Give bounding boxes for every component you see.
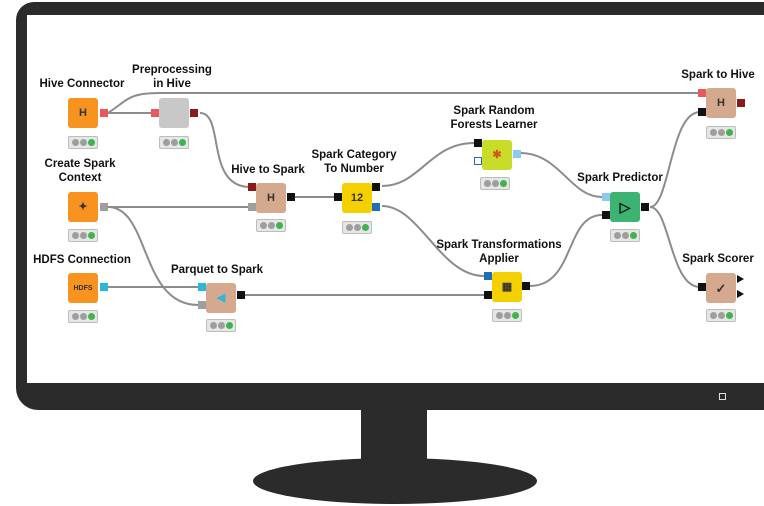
node-status [256,219,286,232]
node-label-spark-scorer: Spark Scorer [682,253,754,265]
node-label-preprocessing: Preprocessing in Hive [132,64,212,90]
node-status [610,229,640,242]
spark-to-hive-icon: H [717,96,725,109]
port-in[interactable] [248,203,256,211]
node-label-hive-to-spark: Hive to Spark [231,164,305,176]
port-out-triangle[interactable] [737,290,744,298]
port-out[interactable] [641,203,649,211]
port-out[interactable] [522,282,530,290]
wire-preprocessing-to-hive-to-spark [199,112,251,188]
port-in[interactable] [698,108,706,116]
hdfs-icon: HDFS [73,284,93,292]
port-in[interactable] [151,109,159,117]
port-in[interactable] [698,283,706,291]
node-label-parquet-to-spark: Parquet to Spark [170,264,264,276]
preprocessing-metanode[interactable] [159,98,189,128]
category-to-number-icon: 12 [350,191,364,204]
port-out[interactable] [287,193,295,201]
category-to-number-node[interactable]: 12 [342,183,372,213]
wire-context-to-parquet [107,206,199,306]
predictor-icon: ▷ [619,198,631,215]
hdfs-connection-node[interactable]: HDFS [68,273,98,303]
wire-predictor-to-scorer [649,206,701,288]
port-in[interactable] [198,301,206,309]
node-label-transformations-applier: Spark Transformations Applier [436,239,562,265]
parquet-to-spark-node[interactable]: ◀ [206,283,236,313]
node-status [68,310,98,323]
workflow-canvas [27,15,764,383]
port-in[interactable] [484,291,492,299]
wire-transform-to-predictor [529,214,603,287]
wire-category-to-transform [381,205,485,277]
node-label-create-spark-context: Create Spark Context [44,158,116,184]
node-status [206,319,236,332]
wire-predictor-to-spark-to-hive [649,111,701,208]
node-status [68,229,98,242]
node-label-category-to-number: Spark Category To Number [311,149,397,175]
parquet-icon: ◀ [216,291,226,304]
monitor-stand-base [253,458,537,504]
node-status [706,309,736,322]
transformations-icon: ▦ [501,280,513,293]
node-status [342,221,372,234]
node-status [480,177,510,190]
spark-context-icon: ✦ [78,200,88,213]
node-status [159,136,189,149]
port-out[interactable] [737,99,745,107]
port-in-optional[interactable] [474,157,482,165]
hive-connector-node[interactable]: H [68,98,98,128]
port-in[interactable] [602,193,610,201]
node-status [68,136,98,149]
spark-to-hive-node[interactable]: H [706,88,736,118]
node-label-spark-predictor: Spark Predictor [577,172,663,184]
wire-hive-to-spark-to-hive [107,92,700,114]
port-out[interactable] [237,291,245,299]
port-out[interactable] [372,203,380,211]
spark-scorer-node[interactable]: ✓ [706,273,736,303]
node-label-hive-connector: Hive Connector [39,78,125,90]
port-out[interactable] [513,150,521,158]
random-forest-icon: ✱ [492,148,502,161]
hive-icon: H [79,106,87,119]
port-out[interactable] [100,203,108,211]
transformations-applier-node[interactable]: ▦ [492,272,522,302]
port-out-triangle[interactable] [737,275,744,283]
port-out[interactable] [100,109,108,117]
spark-predictor-node[interactable]: ▷ [610,192,640,222]
wire-category-to-rf [381,142,475,187]
node-label-spark-to-hive: Spark to Hive [681,69,755,81]
node-label-random-forests: Spark Random Forests Learner [450,105,538,131]
random-forests-learner-node[interactable]: ✱ [482,140,512,170]
node-status [706,126,736,139]
port-in[interactable] [698,89,706,97]
port-out[interactable] [100,283,108,291]
port-in[interactable] [484,272,492,280]
scorer-icon: ✓ [715,280,727,296]
port-in[interactable] [198,283,206,291]
port-in[interactable] [474,139,482,147]
node-label-hdfs-connection: HDFS Connection [33,254,131,266]
wire-rf-to-predictor [519,152,603,198]
port-out[interactable] [190,109,198,117]
power-button-icon [719,393,726,400]
port-in[interactable] [602,211,610,219]
hive-to-spark-node[interactable]: H [256,183,286,213]
hive-to-spark-icon: H [267,191,275,204]
create-spark-context-node[interactable]: ✦ [68,192,98,222]
node-status [492,309,522,322]
port-out[interactable] [372,183,380,191]
port-in[interactable] [334,193,342,201]
port-in[interactable] [248,183,256,191]
